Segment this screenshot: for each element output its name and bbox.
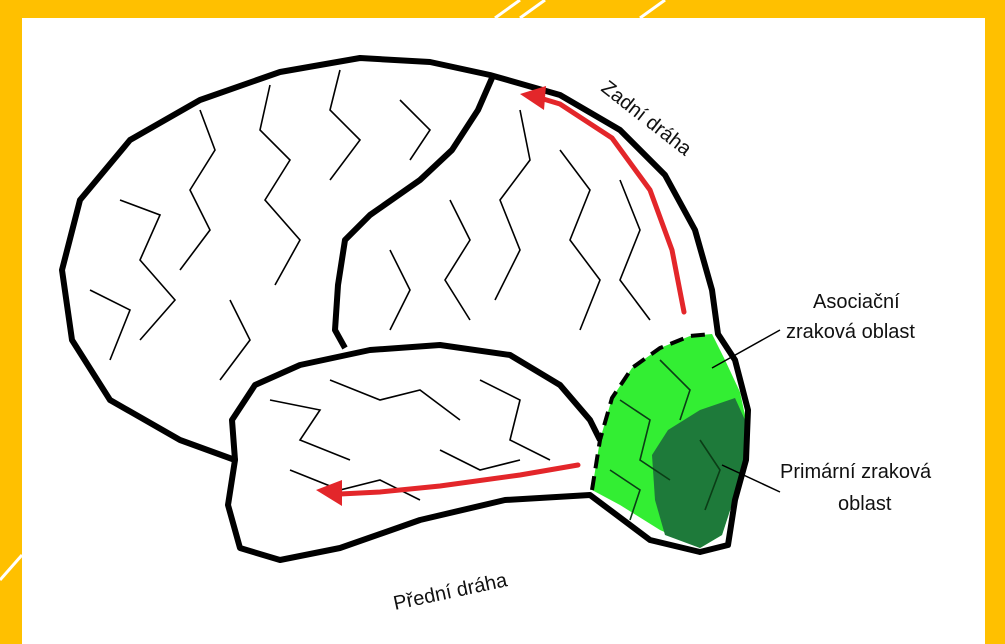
label-association-area-line2: zraková oblast <box>786 321 915 343</box>
label-anterior-pathway: Přední dráha <box>391 569 510 615</box>
central-sulcus <box>335 78 492 348</box>
label-association-area-line1: Asociační <box>813 291 900 313</box>
label-posterior-pathway: Zadní dráha <box>597 77 696 161</box>
temporal-lobe-outline <box>232 345 600 460</box>
label-primary-area-line1: Primární zraková <box>780 461 932 483</box>
label-primary-area-line2: oblast <box>838 493 892 515</box>
